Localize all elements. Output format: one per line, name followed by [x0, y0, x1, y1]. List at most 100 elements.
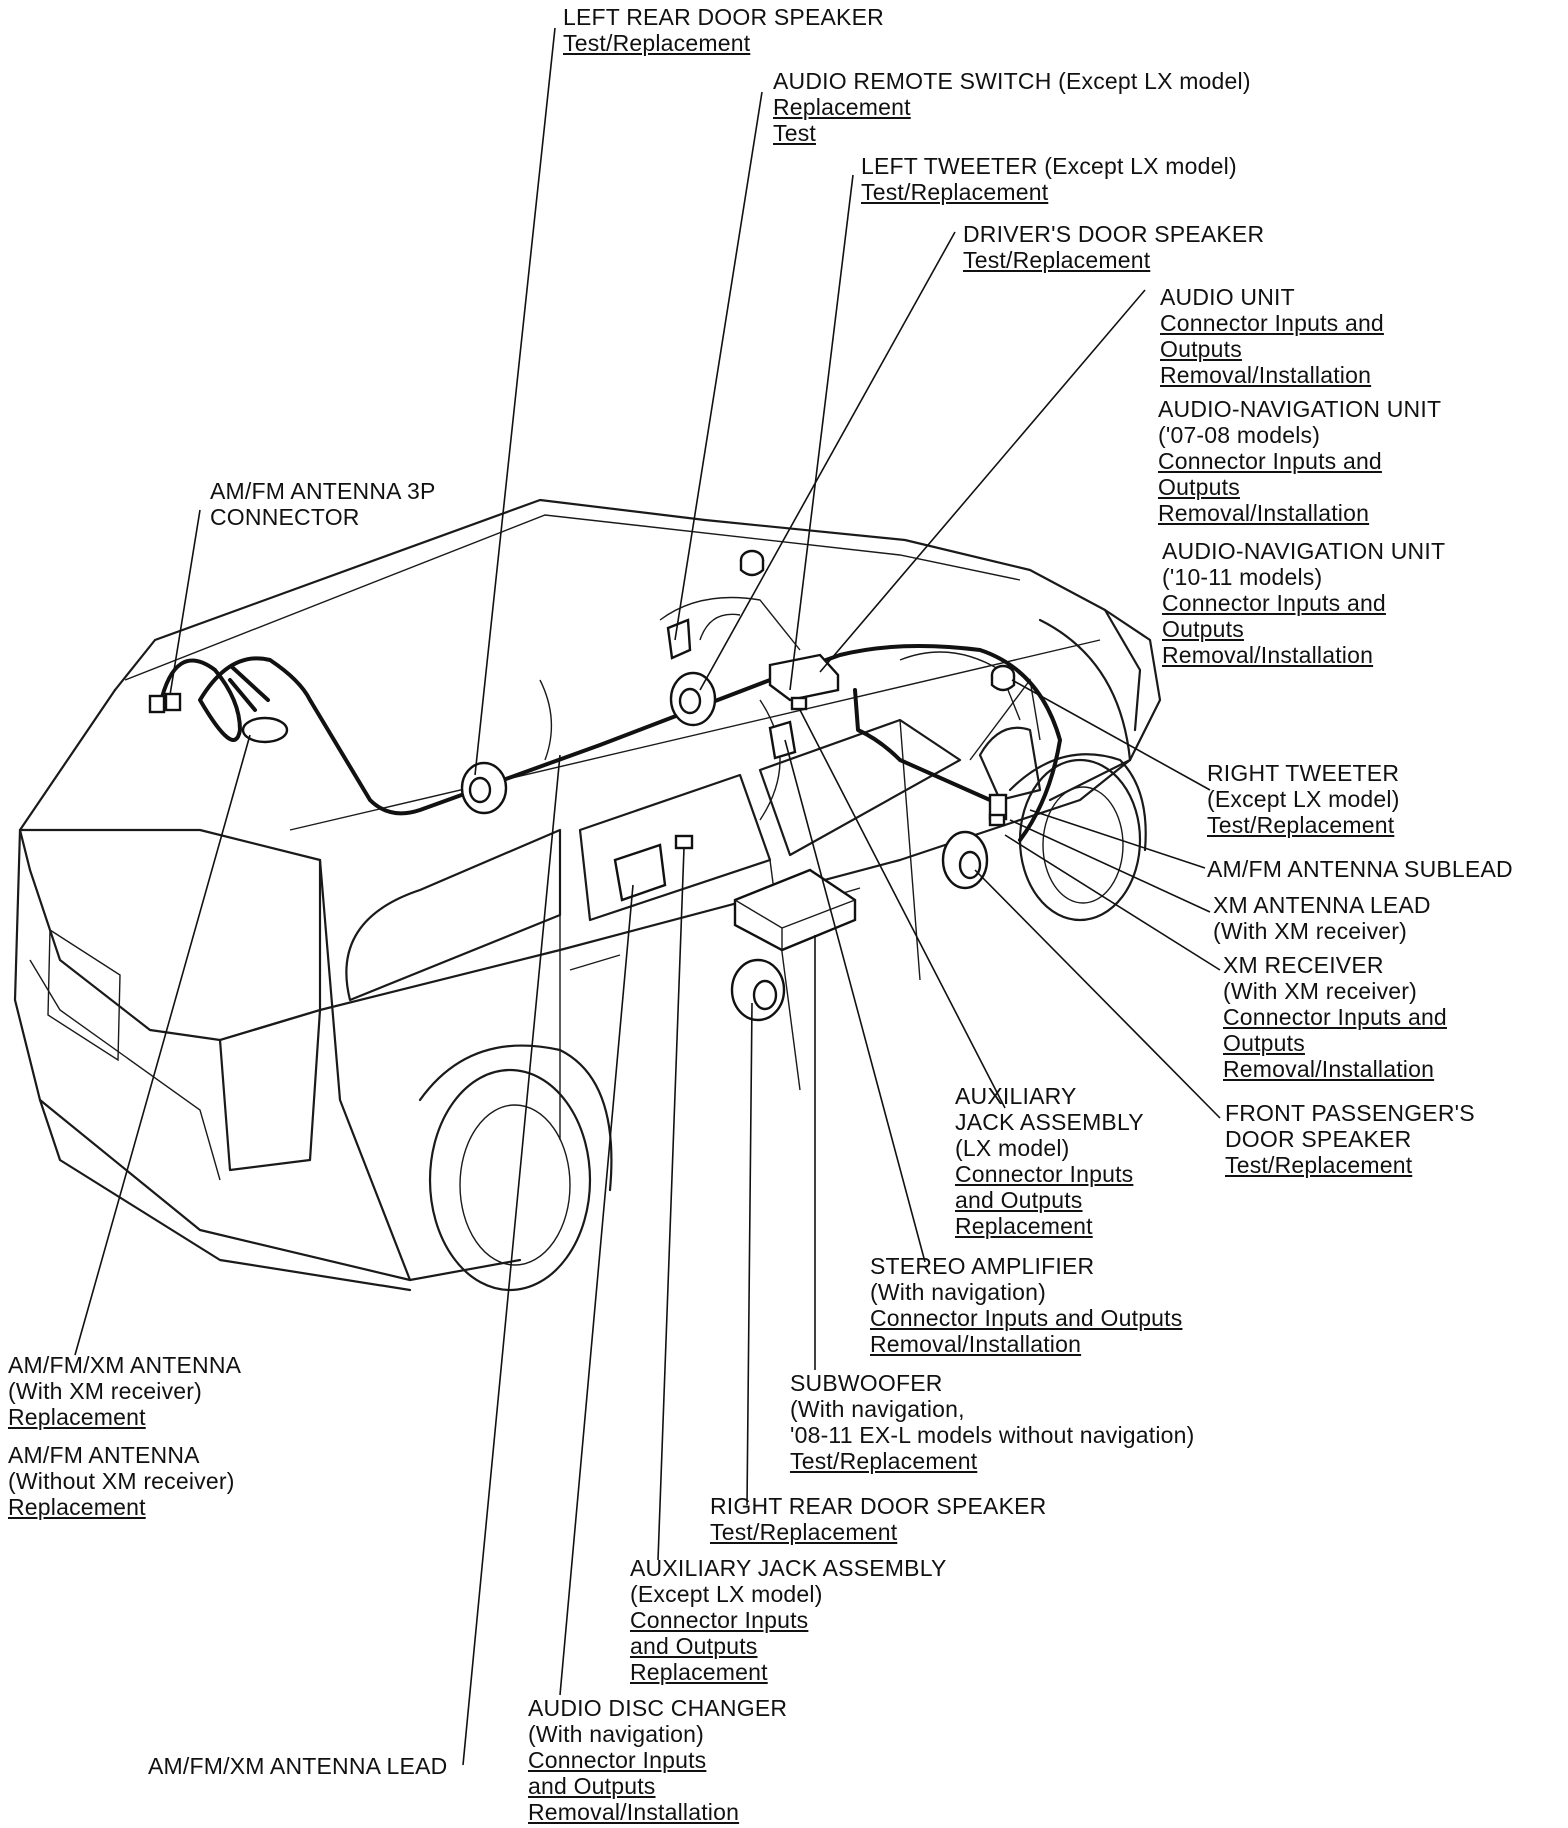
callout-audio-remote-switch: AUDIO REMOTE SWITCH (Except LX model) Re… [773, 68, 1251, 146]
removal-installation-link[interactable]: Removal/Installation [870, 1331, 1082, 1357]
vehicle-body [13, 498, 1162, 1292]
connector-io-link[interactable]: Connector Inputs and Outputs [870, 1305, 1183, 1331]
callout-subheading: (With XM receiver) [1223, 978, 1418, 1004]
removal-installation-link[interactable]: Removal/Installation [528, 1799, 740, 1825]
callout-subheading: (With XM receiver) [8, 1378, 203, 1404]
callout-xm-antenna-lead: XM ANTENNA LEAD (With XM receiver) [1213, 892, 1431, 944]
callout-subheading: (With navigation) [870, 1279, 1046, 1305]
callout-heading: AUDIO DISC CHANGER [528, 1695, 788, 1721]
callout-subheading: (With navigation) [528, 1721, 704, 1747]
callout-am-fm-antenna-3p-connector: AM/FM ANTENNA 3P CONNECTOR [210, 478, 436, 530]
callout-heading: FRONT PASSENGER'S [1225, 1100, 1475, 1126]
test-replacement-link[interactable]: Test/Replacement [563, 30, 751, 56]
test-replacement-link[interactable]: Test/Replacement [710, 1519, 898, 1545]
callout-subwoofer: SUBWOOFER (With navigation, '08-11 EX-L … [790, 1370, 1195, 1474]
callout-heading: AM/FM/XM ANTENNA LEAD [148, 1753, 448, 1779]
stereo-amplifier-shape [768, 720, 797, 760]
callout-drivers-door-speaker: DRIVER'S DOOR SPEAKER Test/Replacement [963, 221, 1264, 273]
replacement-link[interactable]: Replacement [8, 1494, 146, 1520]
aux-jack-lx-shape [790, 696, 808, 711]
connector-io-link[interactable]: Connector Inputs and [1160, 310, 1384, 336]
callout-audio-unit: AUDIO UNIT Connector Inputs and Outputs … [1160, 284, 1384, 388]
test-replacement-link[interactable]: Test/Replacement [1207, 812, 1395, 838]
aux-jack-except-lx-shape [674, 834, 694, 850]
removal-installation-link[interactable]: Removal/Installation [1160, 362, 1372, 388]
connector-io-link-cont[interactable]: and Outputs [955, 1187, 1083, 1213]
connector-io-link[interactable]: Connector Inputs [630, 1607, 809, 1633]
connector-io-link-cont[interactable]: Outputs [1162, 616, 1244, 642]
callout-subheading: (LX model) [955, 1135, 1070, 1161]
callout-am-fm-antenna-sublead: AM/FM ANTENNA SUBLEAD [1207, 856, 1513, 882]
callout-subheading: (Except LX model) [1207, 786, 1400, 812]
callout-left-rear-door-speaker: LEFT REAR DOOR SPEAKER Test/Replacement [563, 4, 884, 56]
test-link[interactable]: Test [773, 120, 816, 146]
replacement-link[interactable]: Replacement [773, 94, 911, 120]
callout-subheading: DOOR SPEAKER [1225, 1126, 1412, 1152]
am-fm-antenna-3p-connector-shape [148, 694, 166, 714]
antenna-wiring [158, 644, 1062, 842]
callout-right-tweeter: RIGHT TWEETER (Except LX model) Test/Rep… [1207, 760, 1400, 838]
callout-subheading: CONNECTOR [210, 504, 360, 530]
components [148, 549, 1016, 1022]
callout-heading: AM/FM/XM ANTENNA [8, 1352, 242, 1378]
removal-installation-link[interactable]: Removal/Installation [1162, 642, 1374, 668]
callout-heading: AUXILIARY [955, 1083, 1077, 1109]
callout-subheading: (With navigation, [790, 1396, 965, 1422]
callout-subheading: (Without XM receiver) [8, 1468, 235, 1494]
connector-io-link-cont[interactable]: Outputs [1223, 1030, 1305, 1056]
connector-io-link[interactable]: Connector Inputs and [1223, 1004, 1447, 1030]
connector-io-link-cont[interactable]: Outputs [1160, 336, 1242, 362]
callout-right-rear-door-speaker: RIGHT REAR DOOR SPEAKER Test/Replacement [710, 1493, 1046, 1545]
replacement-link[interactable]: Replacement [955, 1213, 1093, 1239]
callout-heading: AUXILIARY JACK ASSEMBLY [630, 1555, 947, 1581]
callout-am-fm-xm-antenna-lead: AM/FM/XM ANTENNA LEAD [148, 1753, 447, 1779]
callout-heading: AM/FM ANTENNA [8, 1442, 200, 1468]
callout-audio-nav-unit-0708: AUDIO-NAVIGATION UNIT ('07-08 models) Co… [1158, 396, 1441, 526]
callout-am-fm-xm-antenna: AM/FM/XM ANTENNA (With XM receiver) Repl… [8, 1352, 241, 1430]
audio-remote-switch-shape [666, 618, 692, 660]
connector-io-link[interactable]: Connector Inputs and [1162, 590, 1386, 616]
callout-audio-disc-changer: AUDIO DISC CHANGER (With navigation) Con… [528, 1695, 787, 1825]
callout-subheading: '08-11 EX-L models without navigation) [790, 1422, 1195, 1448]
replacement-link[interactable]: Replacement [8, 1404, 146, 1430]
test-replacement-link[interactable]: Test/Replacement [861, 179, 1049, 205]
callout-subheading: JACK ASSEMBLY [955, 1109, 1144, 1135]
replacement-link[interactable]: Replacement [630, 1659, 768, 1685]
callout-am-fm-antenna: AM/FM ANTENNA (Without XM receiver) Repl… [8, 1442, 235, 1520]
callout-heading: AUDIO REMOTE SWITCH (Except LX model) [773, 68, 1251, 94]
callout-stereo-amplifier: STEREO AMPLIFIER (With navigation) Conne… [870, 1253, 1182, 1357]
callout-aux-jack-lx: AUXILIARY JACK ASSEMBLY (LX model) Conne… [955, 1083, 1144, 1239]
connector-io-link[interactable]: Connector Inputs [528, 1747, 707, 1773]
callout-subheading: ('10-11 models) [1162, 564, 1323, 590]
removal-installation-link[interactable]: Removal/Installation [1158, 500, 1370, 526]
callout-subheading: (Except LX model) [630, 1581, 823, 1607]
callout-heading: AUDIO-NAVIGATION UNIT [1158, 396, 1442, 422]
audio-disc-changer-shape [613, 843, 667, 902]
callout-subheading: (With XM receiver) [1213, 918, 1408, 944]
test-replacement-link[interactable]: Test/Replacement [1225, 1152, 1413, 1178]
callout-aux-jack-except-lx: AUXILIARY JACK ASSEMBLY (Except LX model… [630, 1555, 947, 1685]
connector-io-link-cont[interactable]: and Outputs [528, 1773, 656, 1799]
roof-antenna-shape [241, 716, 289, 744]
connector-io-link[interactable]: Connector Inputs and [1158, 448, 1382, 474]
removal-installation-link[interactable]: Removal/Installation [1223, 1056, 1435, 1082]
test-replacement-link[interactable]: Test/Replacement [790, 1448, 978, 1474]
callout-heading: XM RECEIVER [1223, 952, 1384, 978]
callout-heading: RIGHT TWEETER [1207, 760, 1400, 786]
callout-heading: AUDIO UNIT [1160, 284, 1295, 310]
callout-front-passenger-door-speaker: FRONT PASSENGER'S DOOR SPEAKER Test/Repl… [1225, 1100, 1475, 1178]
callout-heading: DRIVER'S DOOR SPEAKER [963, 221, 1265, 247]
callout-left-tweeter: LEFT TWEETER (Except LX model) Test/Repl… [861, 153, 1237, 205]
connector-io-link[interactable]: Connector Inputs [955, 1161, 1134, 1187]
callout-heading: SUBWOOFER [790, 1370, 943, 1396]
callout-heading: AM/FM ANTENNA SUBLEAD [1207, 856, 1513, 882]
callout-heading: STEREO AMPLIFIER [870, 1253, 1095, 1279]
connector-io-link-cont[interactable]: Outputs [1158, 474, 1240, 500]
test-replacement-link[interactable]: Test/Replacement [963, 247, 1151, 273]
callout-heading: XM ANTENNA LEAD [1213, 892, 1431, 918]
leader-lines [74, 27, 1221, 1766]
connector-io-link-cont[interactable]: and Outputs [630, 1633, 758, 1659]
callout-xm-receiver: XM RECEIVER (With XM receiver) Connector… [1223, 952, 1447, 1082]
callout-heading: LEFT REAR DOOR SPEAKER [563, 4, 884, 30]
callout-heading: AUDIO-NAVIGATION UNIT [1162, 538, 1446, 564]
